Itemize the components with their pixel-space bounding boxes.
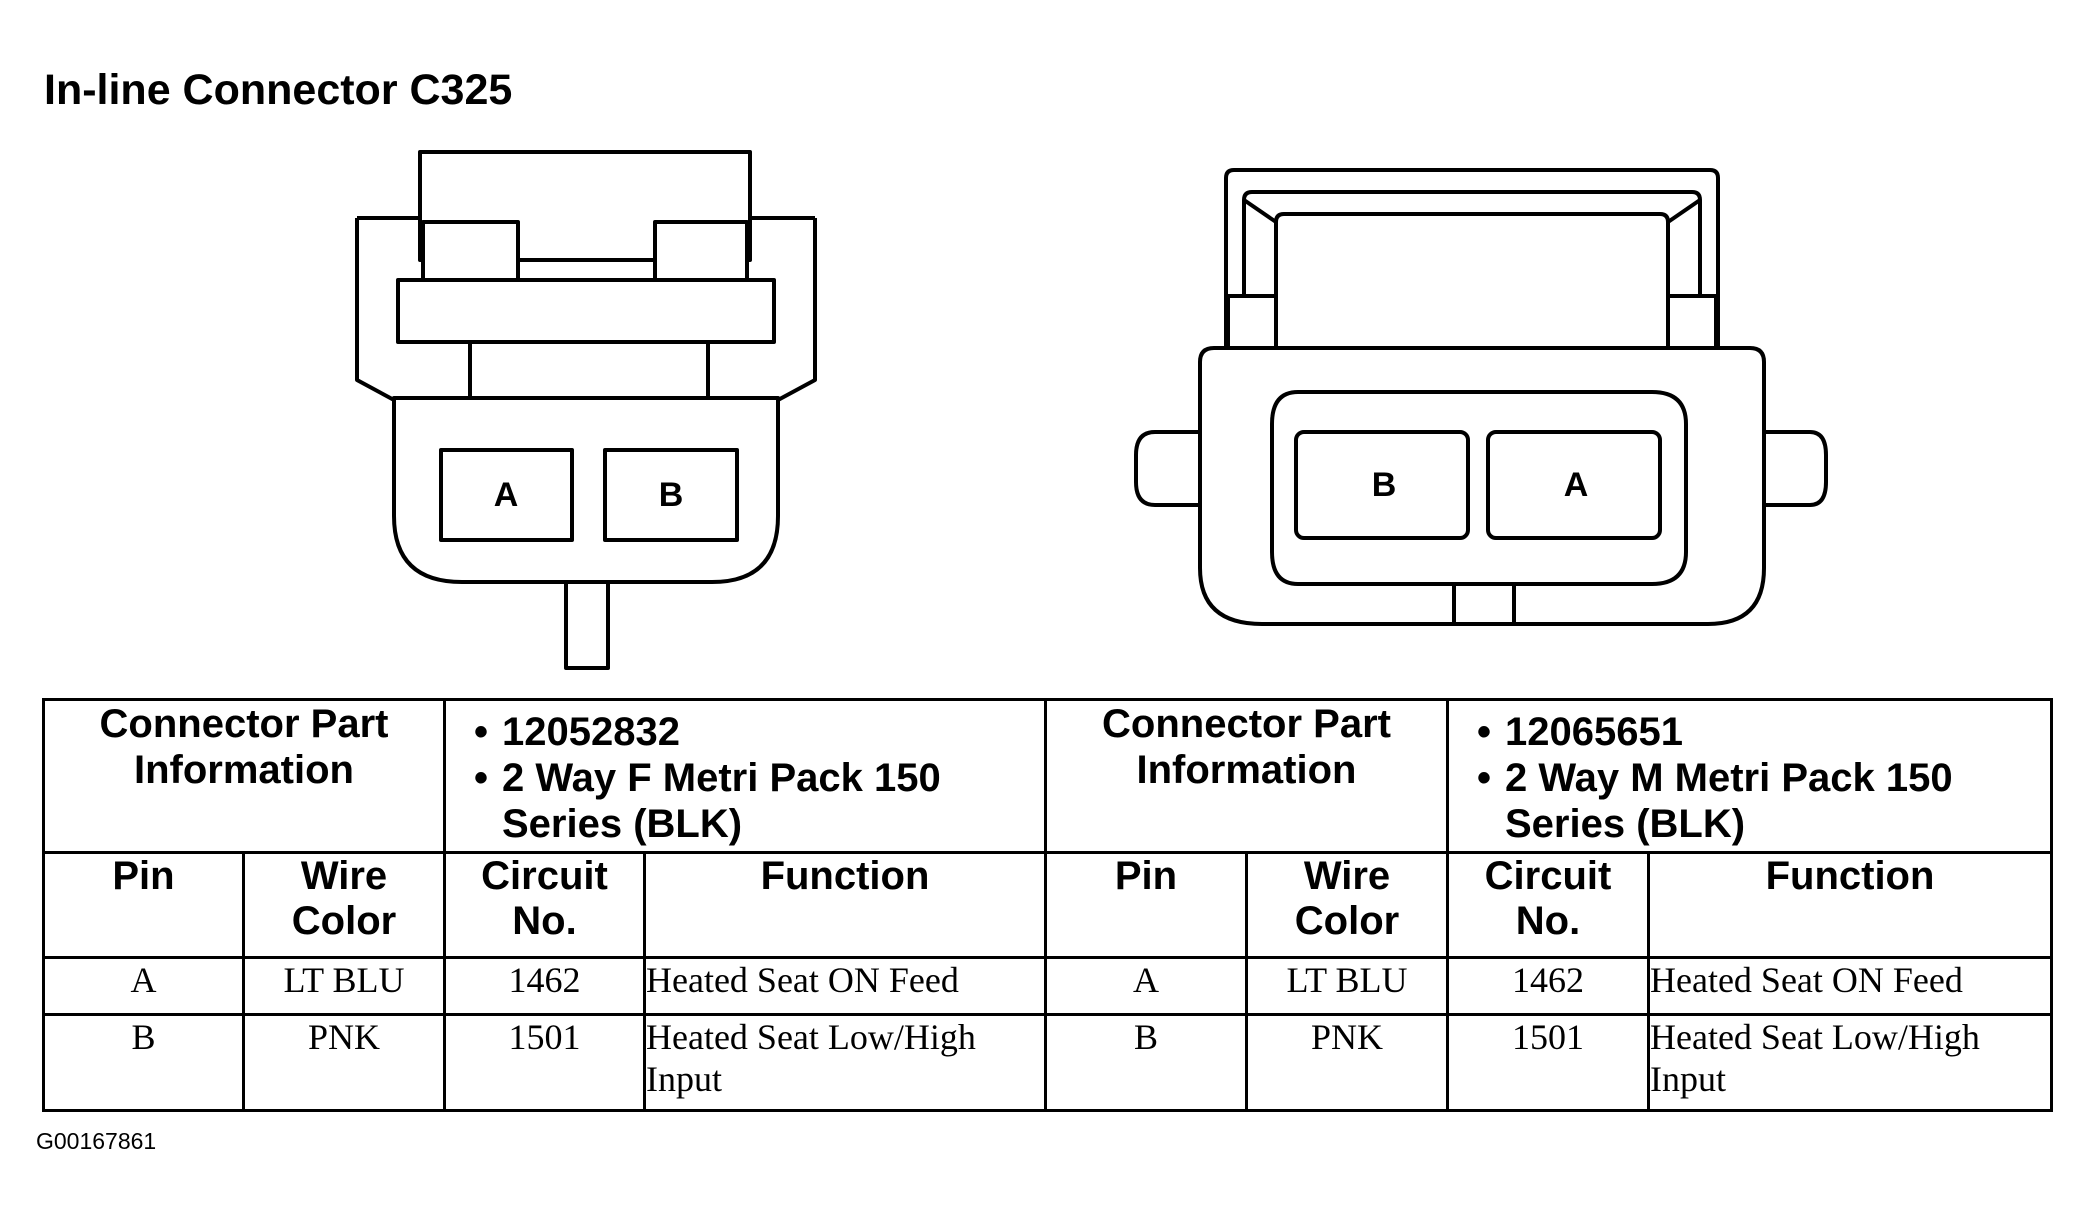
pin-cell: A bbox=[42, 956, 245, 1016]
col-header-function-left: Function bbox=[643, 851, 1047, 959]
part-number-right: •12065651 bbox=[1477, 710, 1683, 754]
function-cell: Heated Seat ON Feed bbox=[1646, 956, 2054, 1016]
connector-diagram: A B B A bbox=[355, 150, 1828, 670]
col-header-circuit-right: Circuit No. bbox=[1446, 851, 1650, 959]
function-cell: Heated Seat ON Feed bbox=[643, 956, 1047, 1016]
part-details-left: •12052832 •2 Way F Metri Pack 150 Series… bbox=[443, 698, 1047, 854]
part-description-right: •2 Way M Metri Pack 150 Series (BLK) bbox=[1477, 756, 1953, 846]
right-connector-outline bbox=[1134, 168, 1828, 626]
col-header-circuit-left: Circuit No. bbox=[443, 851, 646, 959]
wire-color-cell: LT BLU bbox=[242, 956, 446, 1016]
function-cell: Heated Seat Low/High Input bbox=[643, 1013, 1047, 1112]
circuit-cell: 1462 bbox=[1446, 956, 1650, 1016]
part-info-row: Connector Part Information •12052832 •2 … bbox=[42, 698, 2054, 854]
part-header-right: Connector Part Information bbox=[1044, 698, 1449, 854]
part-description-left: •2 Way F Metri Pack 150 Series (BLK) bbox=[474, 756, 941, 846]
left-pin-box-a bbox=[439, 448, 574, 542]
right-pin-box-b bbox=[1294, 430, 1470, 540]
connector-info-table: Connector Part Information •12052832 •2 … bbox=[42, 698, 2054, 1112]
column-header-row: Pin Wire Color Circuit No. Function Pin … bbox=[42, 851, 2054, 959]
function-cell: Heated Seat Low/High Input bbox=[1646, 1013, 2054, 1112]
left-pin-label-a: A bbox=[494, 476, 519, 514]
figure-id: G00167861 bbox=[36, 1128, 157, 1154]
table-row: A LT BLU 1462 Heated Seat ON Feed A LT B… bbox=[42, 956, 2054, 1016]
wire-color-cell: LT BLU bbox=[1245, 956, 1449, 1016]
part-number-left: •12052832 bbox=[474, 710, 680, 754]
circuit-cell: 1462 bbox=[443, 956, 646, 1016]
page-title: In-line Connector C325 bbox=[44, 66, 513, 114]
pin-cell: A bbox=[1044, 956, 1248, 1016]
right-pin-label-a: A bbox=[1564, 466, 1589, 504]
circuit-cell: 1501 bbox=[443, 1013, 646, 1112]
part-header-left: Connector Part Information bbox=[42, 698, 446, 854]
col-header-wire-color-right: Wire Color bbox=[1245, 851, 1449, 959]
col-header-function-right: Function bbox=[1646, 851, 2054, 959]
left-pin-box-b bbox=[603, 448, 739, 542]
right-pin-label-b: B bbox=[1372, 466, 1397, 504]
right-pin-box-a bbox=[1486, 430, 1662, 540]
wire-color-cell: PNK bbox=[242, 1013, 446, 1112]
col-header-wire-color-left: Wire Color bbox=[242, 851, 446, 959]
left-connector-outline bbox=[355, 150, 817, 670]
col-header-pin-right: Pin bbox=[1044, 851, 1248, 959]
pin-cell: B bbox=[1044, 1013, 1248, 1112]
wire-color-cell: PNK bbox=[1245, 1013, 1449, 1112]
part-details-right: •12065651 •2 Way M Metri Pack 150 Series… bbox=[1445, 698, 2054, 854]
pin-cell: B bbox=[42, 1013, 245, 1112]
table-row: B PNK 1501 Heated Seat Low/High Input B … bbox=[42, 1013, 2054, 1112]
circuit-cell: 1501 bbox=[1446, 1013, 1650, 1112]
left-pin-label-b: B bbox=[659, 476, 684, 514]
col-header-pin-left: Pin bbox=[42, 851, 245, 959]
